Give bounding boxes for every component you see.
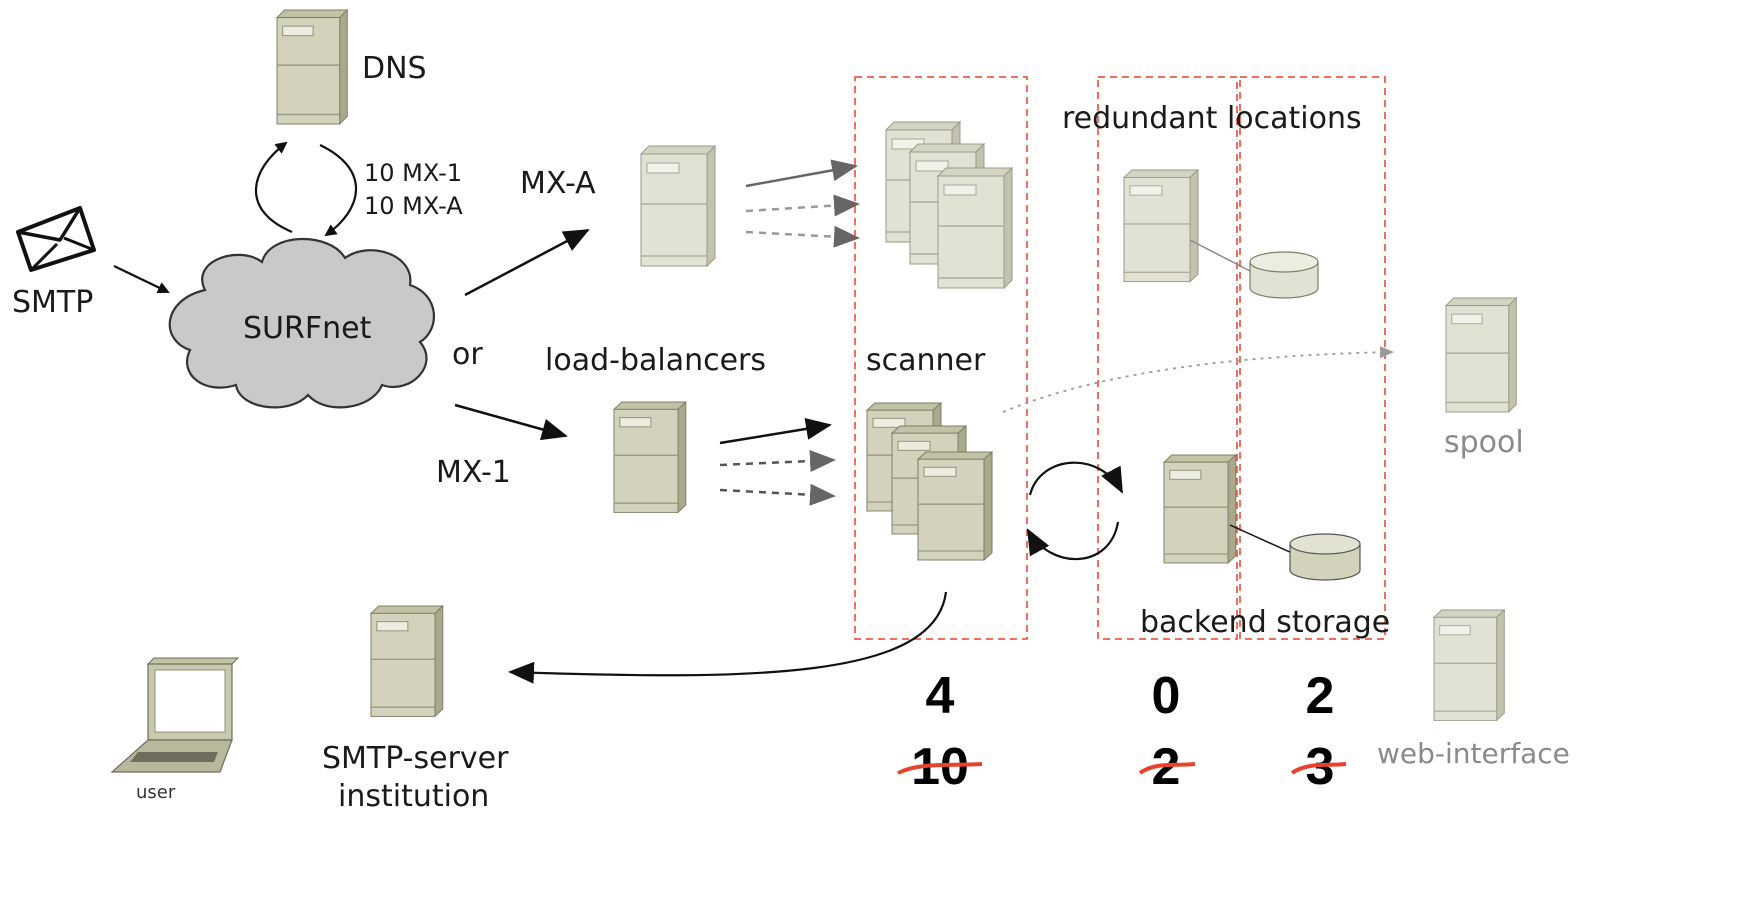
scanner-count-current: 4 (926, 667, 955, 725)
backend-disk-icon (1289, 533, 1361, 581)
redundant-locations-label: redundant locations (1062, 101, 1362, 136)
web-interface-label: web-interface (1377, 737, 1570, 770)
web-interface-server-icon (1433, 609, 1506, 722)
mx-record-1: 10 MX-1 (364, 159, 462, 187)
envelope-icon (16, 206, 96, 272)
scanner-to-backend-arrow (1028, 461, 1123, 496)
backend-storage-label: backend storage (1140, 605, 1390, 640)
mx-a-arrow-3 (745, 225, 860, 248)
load-balancers-label: load-balancers (545, 343, 766, 378)
smtp-server-label-line1: SMTP-server (322, 741, 509, 776)
location1-count-current: 0 (1152, 667, 1181, 725)
dns-query-arrow (254, 141, 293, 234)
scanner-stack-top-icon (885, 121, 1013, 289)
smtp-server-institution-icon (370, 605, 444, 718)
location2-count-strike (1290, 762, 1347, 775)
route-to-mx-1-arrow (454, 403, 568, 441)
dns-response-arrow (319, 144, 358, 237)
lb-arrow-2 (719, 450, 836, 473)
mx-1-label: MX-1 (436, 455, 511, 490)
scanner-count-strike (897, 762, 983, 775)
smtp-label: SMTP (12, 285, 93, 320)
scanner-stack-bottom-icon (866, 402, 993, 561)
location1-count-strike (1138, 762, 1196, 775)
mx-a-server-icon (640, 145, 716, 267)
load-balancer-server-icon (613, 401, 687, 514)
mx-a-label: MX-A (520, 166, 596, 201)
mx-a-arrow-1 (745, 159, 858, 188)
scanner-group-box (854, 76, 1028, 640)
or-label: or (452, 337, 483, 372)
route-to-mx-a-arrow (464, 228, 590, 297)
lb-arrow-1 (719, 418, 832, 445)
spool-server-icon (1445, 297, 1518, 413)
dns-server-icon (276, 9, 349, 125)
user-label: user (136, 782, 176, 803)
dns-label: DNS (362, 51, 427, 86)
backend-to-scanner-arrow (1027, 521, 1120, 561)
location-1-group-box (1097, 76, 1238, 640)
cloud-label: SURFnet (243, 311, 372, 346)
scanner-label: scanner (866, 343, 986, 378)
redundant-server-icon (1123, 169, 1199, 283)
backend-disk-link (1229, 524, 1293, 554)
lb-arrow-3 (719, 483, 836, 506)
spool-label: spool (1444, 425, 1524, 460)
location2-count-current: 2 (1306, 667, 1335, 725)
mx-record-2: 10 MX-A (364, 192, 463, 220)
mx-a-arrow-2 (745, 194, 860, 217)
smtp-server-label-line2: institution (338, 779, 489, 814)
redundant-disk-icon (1249, 251, 1319, 299)
smtp-arrow (113, 265, 170, 294)
redundant-disk-link (1189, 239, 1253, 273)
return-to-institution-arrow (508, 591, 948, 684)
surfnet-cloud (168, 237, 435, 409)
backend-server-icon (1163, 454, 1237, 564)
laptop-icon (110, 657, 240, 773)
spool-dotted-arrow (1002, 346, 1394, 413)
